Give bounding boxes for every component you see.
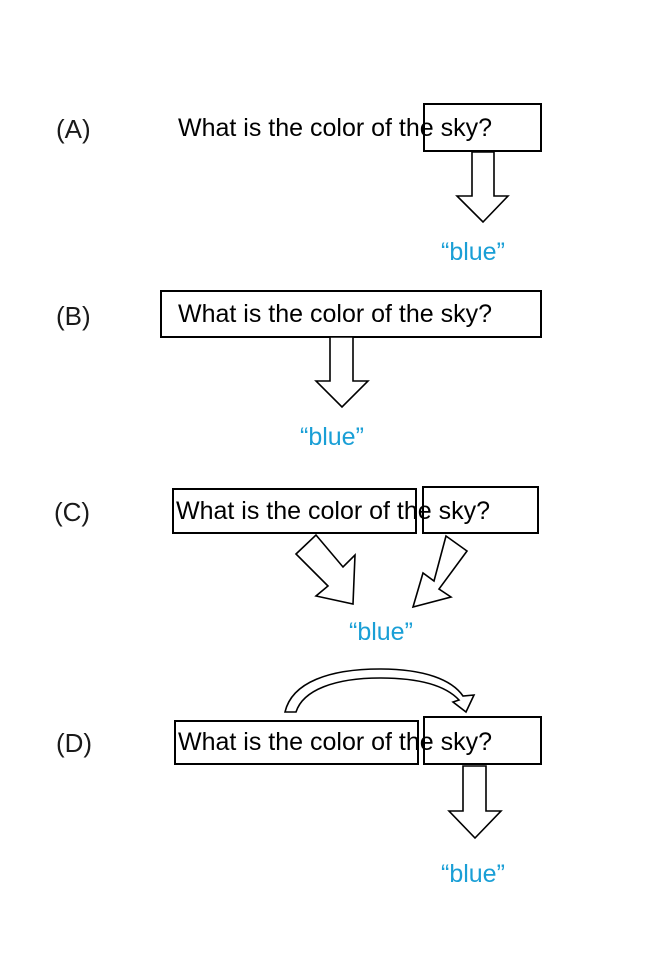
panel-c-label: (C) xyxy=(54,497,91,527)
panel-a-question: What is the color of the sky? xyxy=(178,114,493,142)
panel-d-box-question-part xyxy=(174,720,419,765)
panel-d-label: (D) xyxy=(56,728,93,758)
panel-d-answer: “blue” xyxy=(441,860,505,888)
panel-b-label: (B) xyxy=(56,301,91,331)
panel-a-answer: “blue” xyxy=(441,238,505,266)
panel-c-right-diagonal-arrow xyxy=(411,534,469,609)
panel-c-answer: “blue” xyxy=(349,618,413,646)
panel-a-down-arrow xyxy=(455,151,510,224)
panel-d-curved-arrow xyxy=(283,668,476,714)
panel-c-box-the-sky xyxy=(422,486,539,534)
panel-d-question: What is the color of the sky? xyxy=(178,728,493,756)
panel-c-box-question-part xyxy=(172,488,417,534)
panel-c-left-diagonal-arrow xyxy=(294,533,356,605)
panel-d-box-the-sky xyxy=(423,716,542,765)
panel-b-question: What is the color of the sky? xyxy=(178,300,493,328)
panel-b-down-arrow xyxy=(314,336,370,409)
panel-a-label: (A) xyxy=(56,114,91,144)
panel-d-down-arrow xyxy=(447,765,503,840)
panel-b-answer: “blue” xyxy=(300,423,364,451)
panel-c-question: What is the color of the sky? xyxy=(176,497,491,525)
panel-a-box-the-sky xyxy=(423,103,542,152)
